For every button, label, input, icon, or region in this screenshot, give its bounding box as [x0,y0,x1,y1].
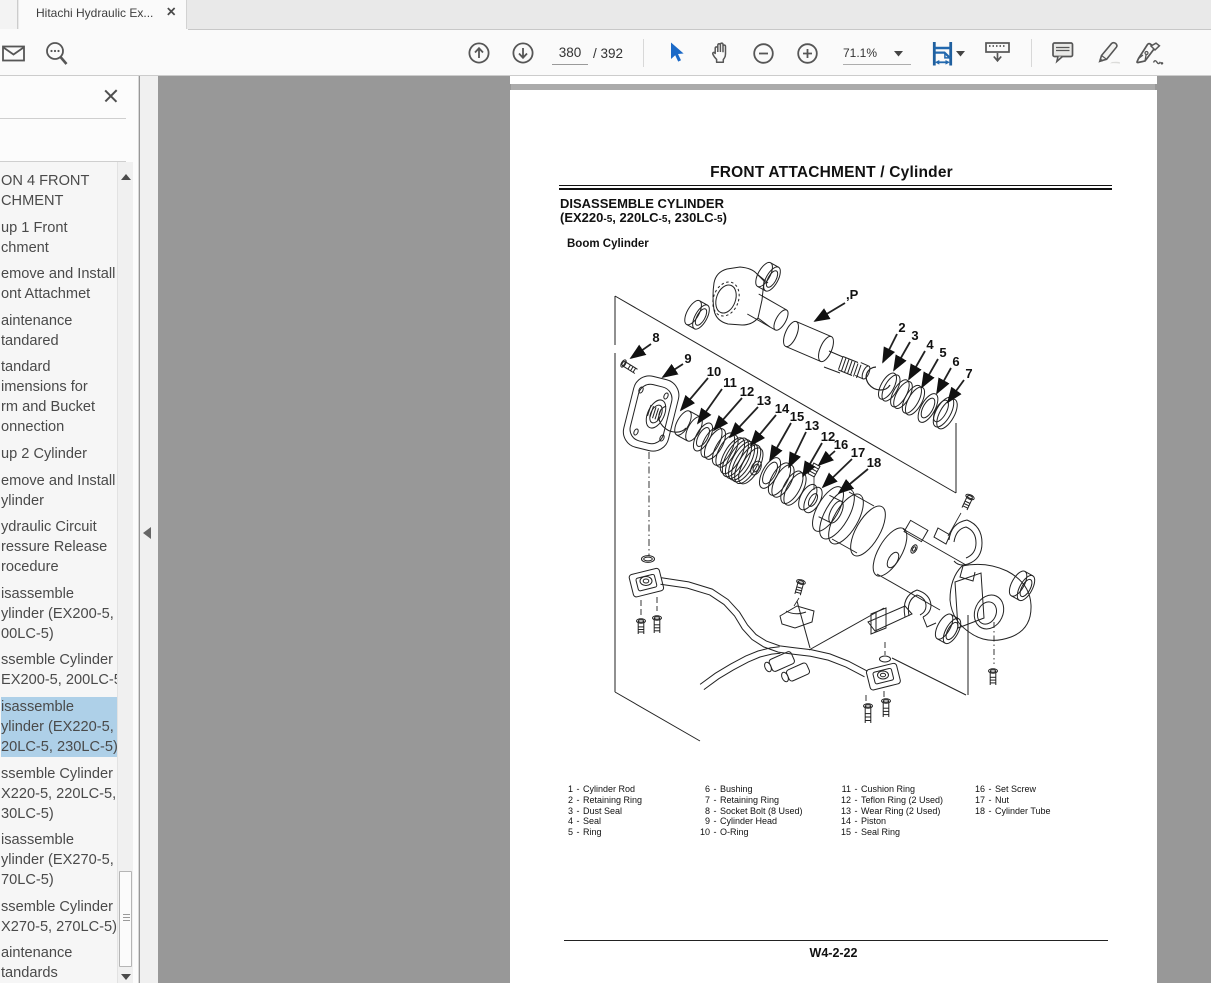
svg-text:13: 13 [757,393,771,408]
svg-text:2: 2 [898,320,905,335]
svg-text:14: 14 [775,401,790,416]
svg-text:17: 17 [851,445,865,460]
svg-text:12: 12 [821,429,835,444]
svg-text:10: 10 [707,364,721,379]
svg-text:11: 11 [723,375,737,390]
svg-text:6: 6 [952,354,959,369]
svg-text:,P: ,P [846,287,859,302]
svg-text:16: 16 [834,437,848,452]
svg-text:3: 3 [911,328,918,343]
svg-text:8: 8 [652,330,659,345]
svg-text:15: 15 [790,409,804,424]
svg-text:4: 4 [926,337,934,352]
svg-text:12: 12 [740,384,754,399]
svg-text:9: 9 [684,351,691,366]
svg-text:13: 13 [805,418,819,433]
svg-text:7: 7 [965,366,972,381]
svg-text:18: 18 [867,455,881,470]
svg-text:5: 5 [939,345,946,360]
